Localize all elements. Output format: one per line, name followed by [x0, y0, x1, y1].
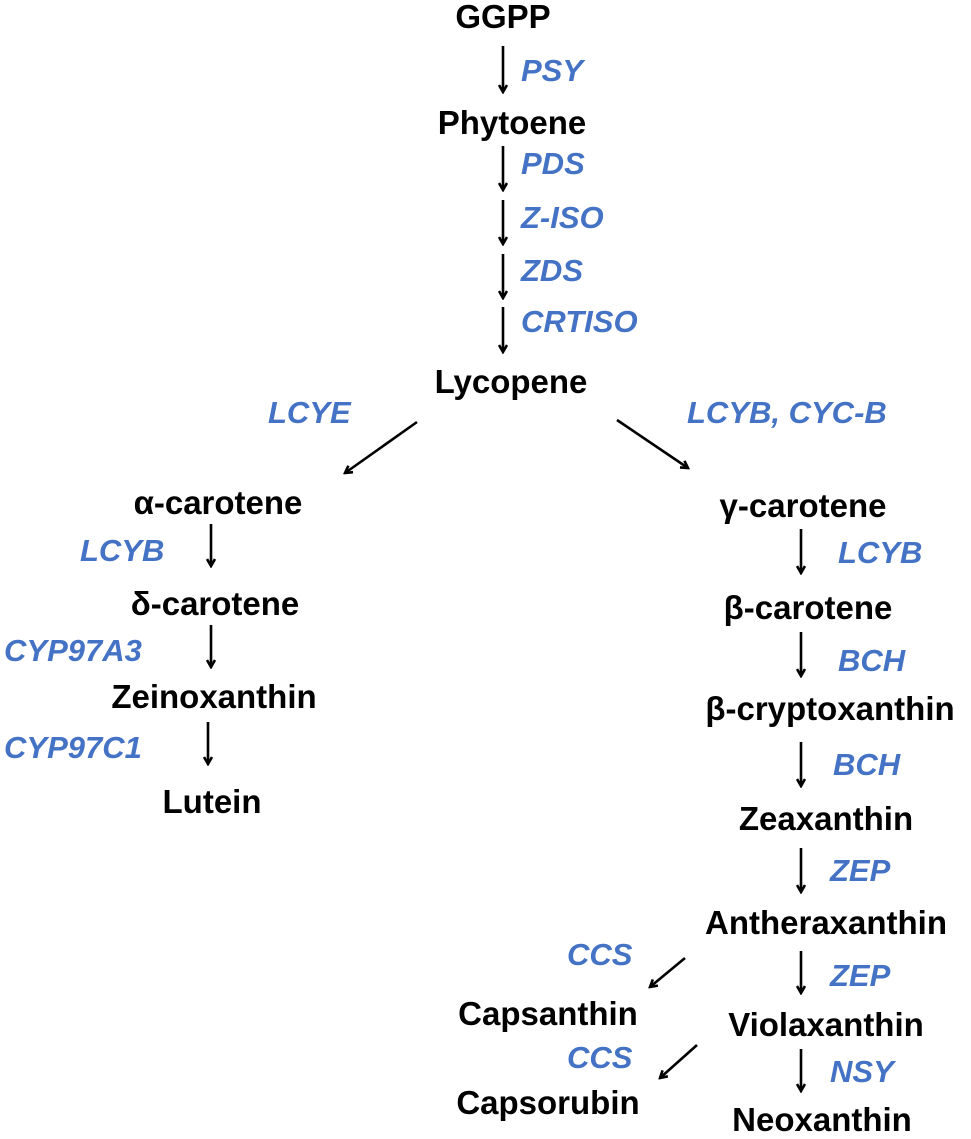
compound-capsanthin: Capsanthin [458, 995, 638, 1032]
enzyme-ccs-2: CCS [567, 1040, 633, 1075]
enzyme-lcye: LCYE [268, 395, 351, 430]
enzyme-cyp97c1: CYP97C1 [4, 730, 142, 765]
enzyme-zds: ZDS [521, 253, 583, 288]
enzyme-pds: PDS [521, 146, 585, 181]
compound-beta-cryptoxanthin: β-cryptoxanthin [705, 690, 955, 727]
compound-ggpp: GGPP [455, 0, 551, 35]
enzyme-cyp97a3: CYP97A3 [4, 633, 142, 668]
compound-violaxanthin: Violaxanthin [728, 1006, 924, 1043]
enzyme-lcyb-alpha: LCYB [80, 533, 165, 568]
compound-lutein: Lutein [162, 783, 262, 820]
enzyme-crtiso: CRTISO [521, 304, 638, 339]
compound-alpha-carotene: α-carotene [133, 484, 303, 521]
arrow-lycopene-gamma-carotene [616, 418, 688, 468]
enzyme-lcyb-cycb: LCYB, CYC-B [687, 395, 887, 430]
compound-lycopene: Lycopene [434, 363, 588, 400]
enzyme-bch-1: BCH [838, 643, 906, 678]
enzyme-zep-2: ZEP [830, 958, 891, 993]
enzyme-nsy: NSY [830, 1054, 894, 1089]
enzyme-lcyb-gamma: LCYB [838, 535, 923, 570]
compound-phytoene: Phytoene [437, 104, 587, 141]
compound-antheraxanthin: Antheraxanthin [704, 904, 948, 941]
compound-beta-carotene: β-carotene [723, 589, 893, 626]
compound-neoxanthin: Neoxanthin [732, 1101, 912, 1138]
compound-zeinoxanthin: Zeinoxanthin [111, 678, 317, 715]
enzyme-zep-1: ZEP [830, 853, 891, 888]
compound-delta-carotene: δ-carotene [130, 585, 300, 622]
arrow-violaxanthin-capsorubin [660, 1044, 698, 1078]
compound-gamma-carotene: γ-carotene [719, 487, 887, 524]
enzyme-psy: PSY [521, 53, 584, 88]
arrow-lycopene-alpha-carotene [345, 420, 418, 473]
enzyme-bch-2: BCH [833, 747, 901, 782]
enzyme-ccs-1: CCS [567, 937, 633, 972]
compound-capsorubin: Capsorubin [456, 1084, 640, 1121]
compound-zeaxanthin: Zeaxanthin [738, 800, 914, 837]
arrow-antheraxanthin-capsanthin [650, 956, 686, 987]
enzyme-z-iso: Z-ISO [521, 200, 604, 235]
